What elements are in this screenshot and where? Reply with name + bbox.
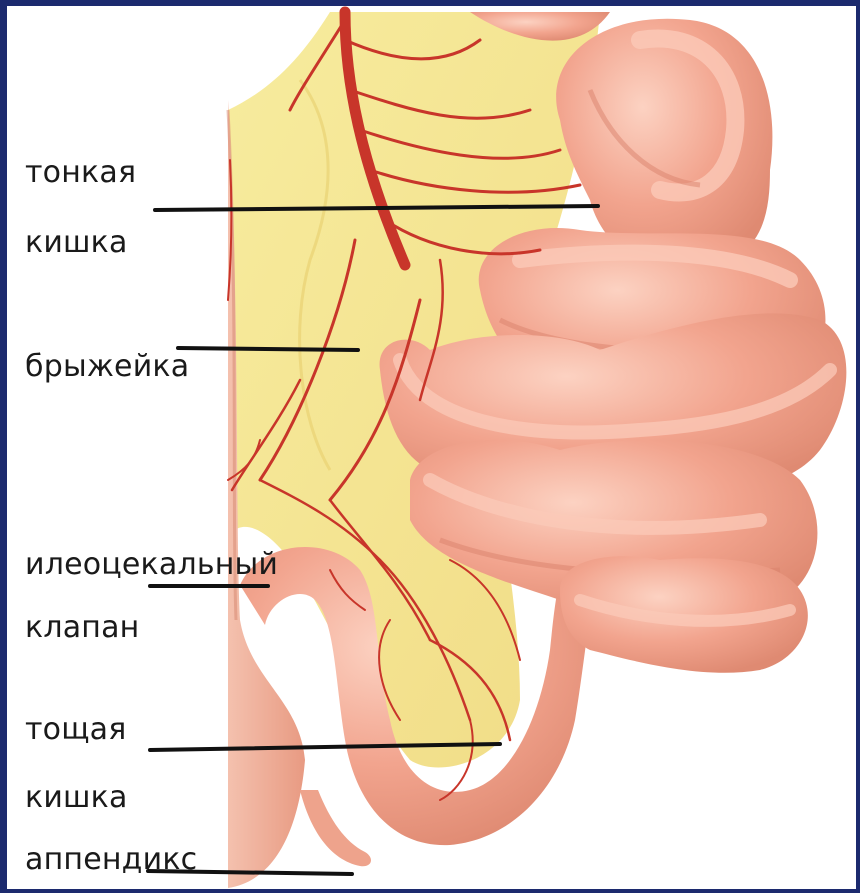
label-jejunum-line1: тощая: [25, 715, 127, 745]
label-small-intestine-line2: кишка: [25, 228, 128, 258]
label-mesentery: брыжейка: [25, 352, 189, 382]
label-small-intestine-line1: тонкая: [25, 158, 136, 188]
appendix-shape: [300, 790, 371, 866]
label-jejunum-line2: кишка: [25, 783, 128, 813]
label-ileocecal-line1: илеоцекальный: [25, 550, 278, 580]
leader-line-mesentery: [178, 348, 358, 350]
label-ileocecal-line2: клапан: [25, 613, 140, 643]
label-appendix: аппендикс: [25, 845, 197, 875]
